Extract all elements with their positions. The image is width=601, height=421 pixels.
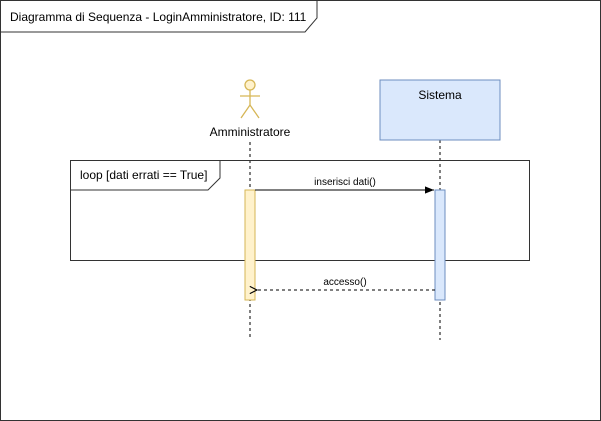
frame-title: Diagramma di Sequenza - LoginAmministrat… xyxy=(10,10,307,24)
actor-label: Amministratore xyxy=(210,125,291,139)
message-inserisci-dati[interactable]: inserisci dati() xyxy=(255,177,434,194)
message-accesso[interactable]: accesso() xyxy=(257,277,435,290)
message-label: inserisci dati() xyxy=(314,177,376,188)
activation-bar-sistema xyxy=(434,189,446,301)
participant-box xyxy=(379,79,501,141)
loop-fragment: loop [dati errati == True] xyxy=(70,160,530,261)
message-label: accesso() xyxy=(323,277,366,288)
participant-sistema[interactable]: Sistema xyxy=(379,79,501,141)
stick-figure-actor-icon xyxy=(240,79,260,119)
participant-label: Sistema xyxy=(418,88,462,102)
activation-bar-amministratore xyxy=(244,189,256,301)
frame-title-tab xyxy=(0,0,318,33)
actor-amministratore[interactable]: Amministratore xyxy=(210,79,291,139)
loop-label-tab xyxy=(70,160,221,191)
loop-label: loop [dati errati == True] xyxy=(80,168,207,182)
